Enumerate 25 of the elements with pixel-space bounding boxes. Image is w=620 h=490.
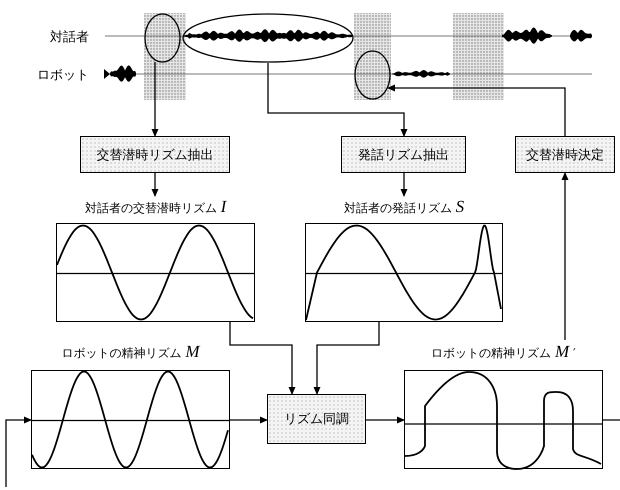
arrow: [314, 322, 380, 395]
selection-ellipse: [182, 13, 354, 63]
process-box: 発話リズム抽出: [341, 136, 466, 173]
process-box: 交替潜時リズム抽出: [80, 136, 230, 173]
arrow: [229, 322, 296, 395]
track-label: 対話者: [50, 29, 89, 46]
arrow: [5, 416, 32, 487]
track-label: ロボット: [37, 67, 89, 84]
selection-ellipse: [354, 50, 391, 100]
plot-title: ロボットの精神リズム M ′: [431, 342, 576, 362]
plot-title: 対話者の発話リズム S: [344, 197, 464, 217]
arrow: [152, 62, 158, 137]
plot-title: ロボットの精神リズム M: [62, 342, 200, 362]
arrow: [230, 416, 268, 424]
connector-line: [603, 419, 620, 421]
process-box: 交替潜時決定: [515, 136, 615, 173]
arrow: [400, 173, 408, 197]
arrow: [267, 63, 408, 137]
selection-ellipse: [144, 13, 181, 63]
plot-title: 対話者の交替潜時リズム I: [84, 197, 226, 217]
arrow: [152, 173, 158, 197]
arrow: [562, 172, 568, 340]
arrow: [387, 84, 566, 136]
process-box: リズム同調: [267, 394, 366, 444]
arrow: [366, 416, 405, 424]
